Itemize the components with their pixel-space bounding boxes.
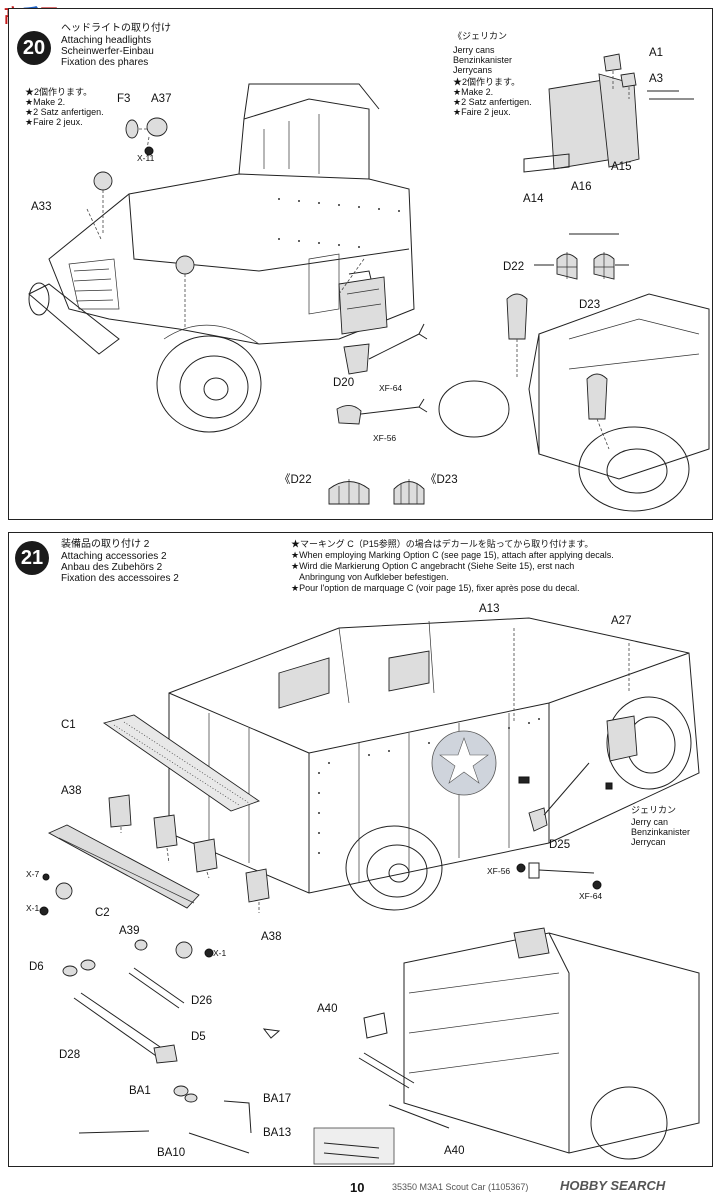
step-title-jp: ヘッドライトの取り付け [61, 23, 171, 34]
label-BA10: BA10 [157, 1147, 186, 1159]
label-XF64: XF-64 [379, 383, 403, 393]
label-BA13: BA13 [263, 1127, 292, 1139]
marking-note-de-2: Anbringung von Aufkleber befestigen. [299, 572, 449, 582]
step-20-panel: 20 ヘッドライトの取り付け Attaching headlights Sche… [8, 8, 713, 520]
note-de: ★2 Satz anfertigen. [25, 107, 104, 117]
scout-car-rear-view [438, 233, 710, 512]
label-A37: A37 [151, 93, 172, 105]
step-21-drawing [39, 617, 700, 1165]
brand-watermark: HOBBY SEARCH [560, 1178, 666, 1193]
label-D25: D25 [549, 839, 571, 851]
page-number: 10 [350, 1180, 365, 1195]
d22-d23-detail [328, 479, 425, 505]
label-D23: D23 [579, 299, 601, 311]
label-D5: D5 [191, 1031, 206, 1043]
marking-note-en: ★When employing Marking Option C (see pa… [291, 550, 614, 560]
jerry-de: Benzinkanister [631, 827, 691, 837]
label-C2: C2 [95, 907, 110, 919]
label-C1: C1 [61, 719, 76, 731]
label-D23-detail: 《D23 [425, 474, 458, 486]
step-title-en: Attaching accessories 2 [61, 551, 167, 562]
c1-step-plate [102, 714, 260, 812]
label-D6: D6 [29, 961, 44, 973]
label-D28: D28 [59, 1049, 81, 1061]
label-A40b: A40 [444, 1145, 465, 1157]
label-X1b: X-1 [213, 948, 227, 958]
label-X11: X-11 [137, 153, 155, 163]
label-D20: D20 [333, 377, 355, 389]
label-A15: A15 [611, 161, 632, 173]
c2-bumper [47, 824, 200, 909]
step-title-en: Attaching headlights [61, 35, 152, 46]
jerry-note-en: ★Make 2. [453, 87, 494, 97]
label-D22-detail: 《D22 [279, 474, 312, 486]
label-D26: D26 [191, 995, 213, 1007]
jerry-note-de: ★2 Satz anfertigen. [453, 97, 532, 107]
step-title-jp: 装備品の取り付け 2 [61, 539, 150, 550]
step-number: 20 [17, 31, 51, 65]
marking-note-jp: ★マーキング C（P15参照）の場合はデカールを貼ってから取り付けます。 [291, 539, 594, 549]
jerry-title-en: Jerry cans [453, 45, 495, 55]
scout-car-rear-lower [363, 927, 700, 1160]
label-F3: F3 [117, 93, 131, 105]
step-number: 21 [15, 541, 49, 575]
note-en: ★Make 2. [25, 97, 66, 107]
label-BA17: BA17 [263, 1093, 292, 1105]
jerry-note-fr: ★Faire 2 jeux. [453, 107, 511, 117]
jerry-note-jp: ★2個作ります。 [453, 77, 521, 87]
decal-parts [39, 873, 214, 959]
label-A3: A3 [649, 73, 664, 85]
step-20-drawing [28, 53, 710, 512]
label-X7: X-7 [26, 869, 40, 879]
label-D22: D22 [503, 261, 525, 273]
headlight-parts [86, 117, 195, 329]
tow-bar-parts [62, 939, 450, 1154]
jerry-jp: ジェリカン [631, 805, 677, 815]
note-fr: ★Faire 2 jeux. [25, 117, 83, 127]
label-X1: X-1 [26, 903, 40, 913]
label-BA1: BA1 [129, 1085, 151, 1097]
label-XF56: XF-56 [373, 433, 397, 443]
label-A39: A39 [119, 925, 140, 937]
shovel-and-tools [513, 628, 638, 890]
jerry-title-fr: Jerrycans [453, 65, 493, 75]
label-A38b: A38 [261, 931, 282, 943]
label-A14: A14 [523, 193, 544, 205]
label-XF64: XF-64 [579, 891, 603, 901]
label-A16: A16 [571, 181, 592, 193]
scout-car-body-main [168, 617, 700, 911]
label-A27: A27 [611, 615, 632, 627]
step-title-fr: Fixation des phares [61, 57, 149, 68]
step-title-fr: Fixation des accessoires 2 [61, 573, 179, 584]
step-title-de: Anbau des Zubehörs 2 [61, 562, 163, 573]
label-A13: A13 [479, 603, 500, 615]
scout-car-front-view [28, 83, 415, 433]
jerry-fr: Jerrycan [631, 837, 666, 847]
label-A40: A40 [317, 1003, 338, 1015]
step-title-de: Scheinwerfer-Einbau [61, 46, 154, 57]
marking-note-de-1: ★Wird die Markierung Option C angebracht… [291, 561, 575, 571]
jerry-title-jp: 《ジェリカン [453, 31, 508, 41]
jerry-can-assembly [336, 258, 428, 425]
label-A1: A1 [649, 47, 664, 59]
label-XF56: XF-56 [487, 866, 511, 876]
note-jp: ★2個作ります。 [25, 87, 93, 97]
jerry-title-de: Benzinkanister [453, 55, 513, 65]
a38-a39-brackets [108, 794, 270, 913]
label-A33: A33 [31, 201, 52, 213]
marking-note-fr: ★Pour l'option de marquage C (voir page … [291, 583, 580, 593]
step-21-panel: 21 装備品の取り付け 2 Attaching accessories 2 An… [8, 532, 713, 1167]
jerry-en: Jerry can [631, 817, 669, 827]
jerry-rack-parts [523, 53, 694, 173]
label-A38: A38 [61, 785, 82, 797]
model-footer: 35350 M3A1 Scout Car (1105367) [392, 1182, 529, 1192]
